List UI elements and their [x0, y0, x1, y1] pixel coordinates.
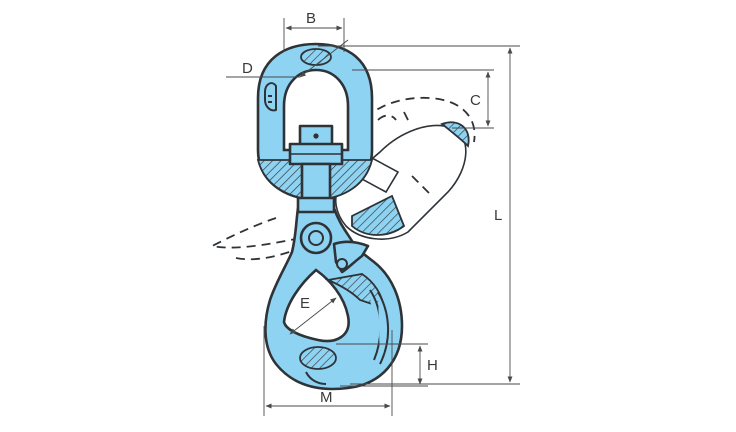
collar-pin [313, 133, 319, 139]
dim-label-h: H [427, 357, 438, 374]
latch-pivot [336, 258, 348, 270]
eye-left-recess-marks [268, 95, 272, 103]
ghost-detail-b [403, 111, 411, 125]
swivel-shank [300, 162, 332, 202]
swivel-eye [256, 42, 374, 202]
hook-neck [296, 196, 336, 214]
hook-bottom-section [299, 346, 337, 370]
hook-bottom-detail [305, 371, 327, 385]
dim-label-e: E [300, 295, 310, 312]
dim-e-line [289, 297, 337, 335]
ghost-swivelled-hook [209, 96, 476, 261]
dim-label-c: C [470, 92, 481, 109]
ghost-detail-c [411, 175, 431, 195]
ghost-left-hook-tip [209, 217, 301, 249]
dim-label-m: M [320, 389, 333, 406]
hook-pivot [308, 230, 324, 246]
dimensions: B D C L E H M [226, 10, 520, 416]
hook-groove-2 [377, 291, 390, 365]
dim-label-b: B [306, 10, 316, 27]
ghost-left-hook-lower [235, 247, 301, 261]
dim-label-l: L [494, 207, 502, 224]
dim-label-d: D [242, 60, 253, 77]
ghost-detail-a [377, 114, 397, 121]
ghost-eye-hatch-bottom [351, 194, 406, 236]
